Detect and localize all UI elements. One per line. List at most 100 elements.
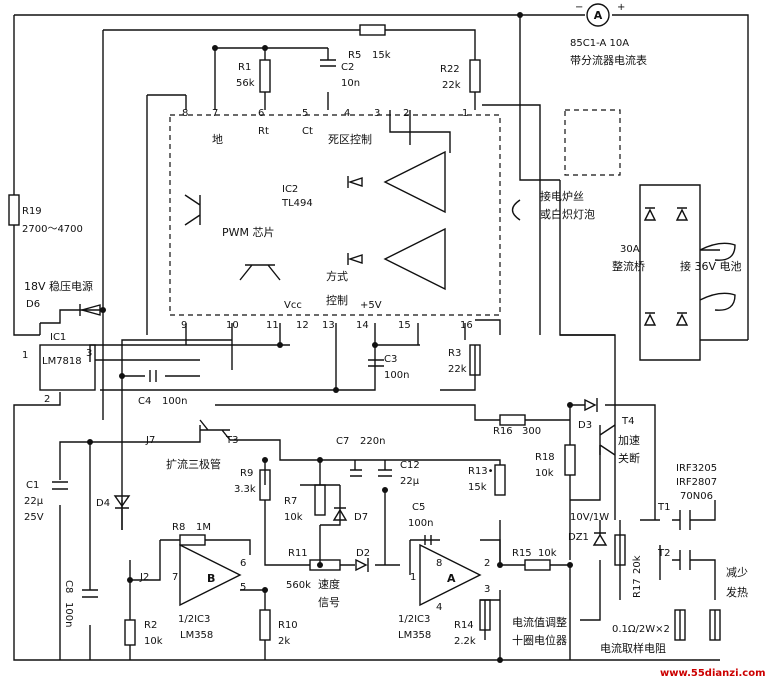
pot-line2: 十圈电位器	[512, 633, 567, 647]
d4-ref: D4	[96, 498, 110, 509]
pin-6: 6	[258, 108, 264, 119]
pin-7: 7	[212, 108, 218, 119]
ic3b-name1: 1/2IC3	[178, 614, 210, 625]
c4-ref: C4	[138, 396, 151, 407]
c1-ref: C1	[26, 480, 39, 491]
r17-value: 20k	[632, 555, 643, 574]
c5-ref: C5	[412, 502, 425, 513]
r22-ref: R22	[440, 64, 460, 75]
d3-ref: D3	[578, 420, 592, 431]
d6-ref: D6	[26, 299, 40, 310]
regulator-box	[39, 344, 96, 391]
c7-value: 220n	[360, 436, 385, 447]
ammeter-model: 85C1-A 10A	[570, 38, 629, 49]
c12-value: 22μ	[400, 476, 420, 487]
pin-16: 16	[460, 320, 473, 331]
r7-value: 10k	[284, 512, 303, 523]
ic3a-p3: 3	[484, 584, 490, 595]
shunt-line1: 0.1Ω/2W×2	[612, 624, 670, 635]
ic2-pin-5v: +5V	[360, 300, 382, 311]
ic3b-name2: LM358	[180, 630, 213, 641]
bridge-line1: 30A	[620, 244, 640, 255]
ic3a-name1: 1/2IC3	[398, 614, 430, 625]
pin-13: 13	[322, 320, 335, 331]
t4-desc1: 加速	[618, 434, 640, 447]
r8-value: 1M	[196, 522, 211, 533]
ic2-pin-gnd: 地	[212, 133, 223, 146]
r2-value: 10k	[144, 636, 163, 647]
j2-label: J2	[139, 572, 149, 583]
t3-desc: 扩流三极管	[166, 457, 221, 471]
c8-ref: C8	[63, 580, 74, 593]
speed-line2: 信号	[318, 596, 340, 609]
r10-ref: R10	[278, 620, 298, 631]
c1-volt: 25V	[24, 512, 44, 523]
r1-ref: R1	[238, 62, 251, 73]
ic2-chip-desc: PWM 芯片	[222, 225, 275, 239]
r7-ref: R7	[284, 496, 297, 507]
r3-value: 22k	[448, 364, 467, 375]
r18-value: 10k	[535, 468, 554, 479]
ic3a-unit: A	[447, 572, 456, 585]
c1-value: 22μ	[24, 496, 44, 507]
ic2-pin-ct: Ct	[302, 126, 313, 137]
ic2-ref: IC2	[282, 184, 298, 195]
reg-pin3: 3	[86, 348, 92, 359]
pin-10: 10	[226, 320, 239, 331]
reg-pin2: 2	[44, 394, 50, 405]
transistors	[184, 194, 691, 570]
c3-value: 100n	[384, 370, 409, 381]
opamps	[179, 150, 482, 607]
r14-ref: R14	[454, 620, 474, 631]
r8-ref: R8	[172, 522, 185, 533]
pin-4: 4	[344, 108, 350, 119]
pin-9: 9	[181, 320, 187, 331]
r19-ref: R19	[22, 206, 42, 217]
pin-1: 1	[462, 108, 468, 119]
ic3a-name2: LM358	[398, 630, 431, 641]
r9-value: 3.3k	[234, 484, 256, 495]
j7-label: J7	[145, 435, 155, 446]
r5-value: 15k	[372, 50, 391, 61]
r1-value: 56k	[236, 78, 255, 89]
pin-2: 2	[403, 108, 409, 119]
mosfet-note1: 减少	[726, 566, 748, 579]
c8-value: 100n	[63, 602, 74, 627]
battery-lead-2	[699, 292, 736, 311]
d7-ref: D7	[354, 512, 368, 523]
pin-14: 14	[356, 320, 369, 331]
ic3a-p1: 1	[410, 572, 416, 583]
r17-label: R17 20k	[632, 555, 643, 598]
ic3a-p2: 2	[484, 558, 490, 569]
r11-value: 560k	[286, 580, 311, 591]
ic3b-pin-in: 7	[172, 572, 178, 583]
r5-ref: R5	[348, 50, 361, 61]
r17-ref: R17	[632, 578, 643, 598]
r2-ref: R2	[144, 620, 157, 631]
diodes	[79, 176, 689, 572]
pin-5: 5	[302, 108, 308, 119]
ic2-pin-vcc: Vcc	[284, 300, 302, 311]
ammeter-symbol: A	[594, 9, 603, 22]
speed-line1: 速度	[318, 577, 340, 591]
c2-ref: C2	[341, 62, 354, 73]
load-coil	[511, 199, 521, 221]
switch-box	[564, 109, 621, 176]
ic3a-p4: 4	[436, 602, 442, 613]
ic2-pins-bottom: 9 10 11 12 13 14 15 16	[181, 320, 473, 331]
t3-ref: T3	[225, 435, 238, 446]
c4-value: 100n	[162, 396, 187, 407]
c7-ref: C7	[336, 436, 349, 447]
ic2-pin-dead: 死区控制	[328, 132, 372, 146]
pin-15: 15	[398, 320, 411, 331]
shunt-line2: 电流取样电阻	[600, 641, 666, 655]
zener-spec: 10V/1W	[570, 512, 609, 523]
t1-ref: T1	[657, 502, 670, 513]
ic2-part: TL494	[281, 198, 313, 209]
mosfet-3: 70N06	[680, 491, 713, 502]
r3-ref: R3	[448, 348, 461, 359]
ic3b-pin-out: 6	[240, 558, 246, 569]
ammeter-plus: +	[617, 2, 625, 13]
capacitors	[52, 59, 432, 598]
